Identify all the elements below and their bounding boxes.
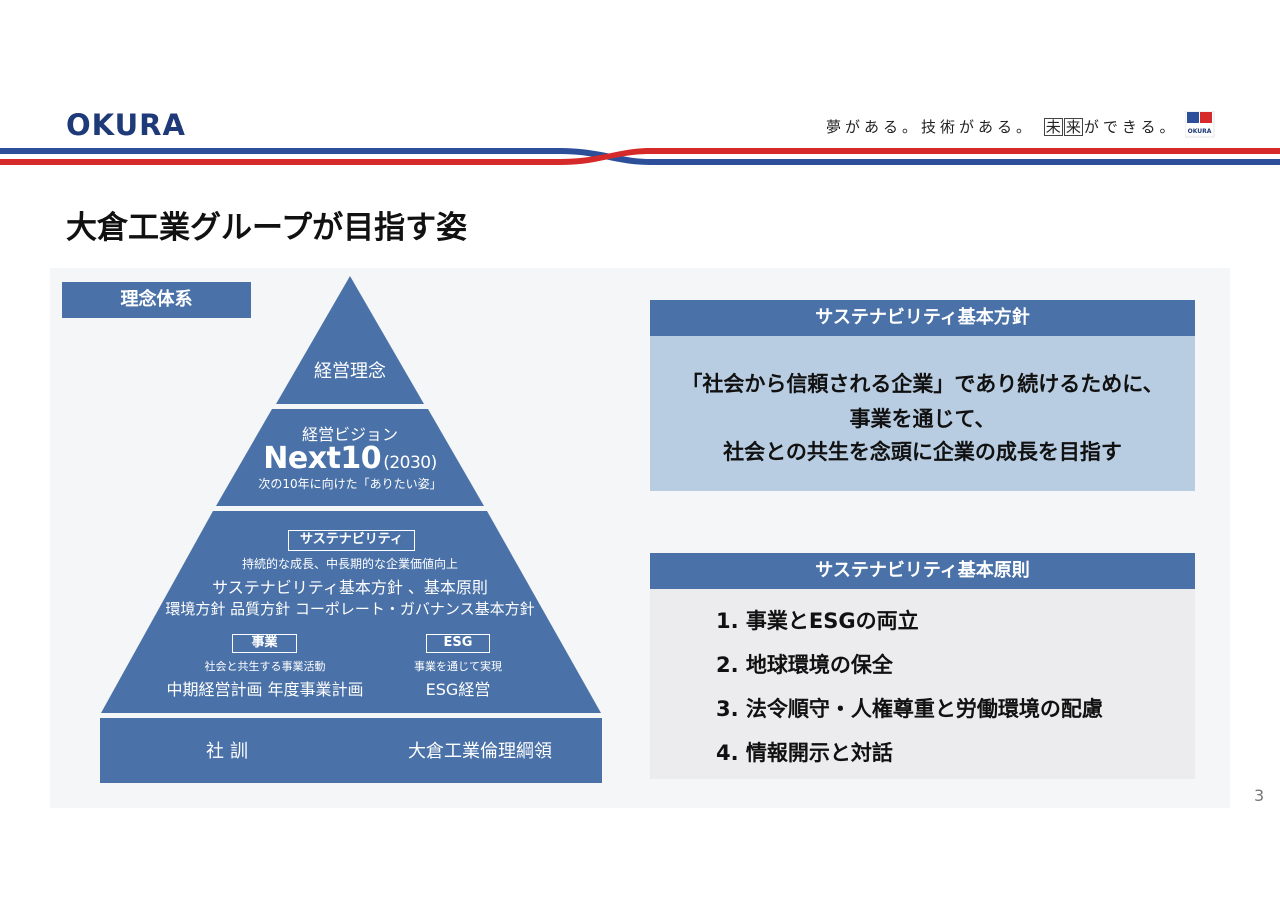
vision-subtitle: 次の10年に向けた「ありたい姿」 xyxy=(258,477,442,491)
vision-next10: Next10(2030) xyxy=(230,441,470,476)
policy-line: 事業を通じて、 xyxy=(849,407,996,431)
business-plans: 中期経営計画 年度事業計画 xyxy=(166,680,364,699)
sustainability-policy-body: 「社会から信頼される企業」であり続けるために、 事業を通じて、 社会との共生を念… xyxy=(650,336,1195,491)
company-motto: 社訓 xyxy=(206,741,254,762)
esg-management: ESG経営 xyxy=(425,680,491,699)
vision-name: Next10 xyxy=(263,441,382,476)
principle-item: 1. 事業とESGの両立 xyxy=(716,609,919,633)
principle-item: 2. 地球環境の保全 xyxy=(716,653,893,677)
philosophy-pyramid xyxy=(100,276,602,783)
pyramid-tier-sustainability xyxy=(101,511,601,713)
page-number: 3 xyxy=(1254,786,1265,805)
vision-label: 経営ビジョン xyxy=(301,425,398,444)
sustainability-tag: サステナビリティ xyxy=(288,530,415,551)
header-stripes xyxy=(0,148,1280,165)
ethics-code: 大倉工業倫理綱領 xyxy=(408,741,552,762)
sustainability-policies-list: 環境方針 品質方針 コーポレート・ガバナンス基本方針 xyxy=(165,600,535,618)
policy-line: 「社会から信頼される企業」であり続けるために、 xyxy=(681,372,1164,396)
pyramid-tier-vision xyxy=(216,409,484,506)
tagline-boxed-char-2: 来 xyxy=(1063,118,1083,136)
pyramid-management-philosophy: 経営理念 xyxy=(314,361,386,382)
sustainability-policy-principles: サステナビリティ基本方針 、基本原則 xyxy=(212,578,488,597)
principle-item: 3. 法令順守・人権尊重と労働環境の配慮 xyxy=(716,697,1103,721)
tagline-post: ができる。 xyxy=(1083,118,1179,136)
business-subtitle: 社会と共生する事業活動 xyxy=(204,660,326,673)
vision-year: (2030) xyxy=(383,453,437,473)
sustainability-principles-header: サステナビリティ基本原則 xyxy=(650,553,1195,589)
sustainability-policy-header: サステナビリティ基本方針 xyxy=(650,300,1195,336)
pyramid-base xyxy=(100,718,602,783)
business-tag: 事業 xyxy=(232,634,297,653)
policy-line: 社会との共生を念頭に企業の成長を目指す xyxy=(723,440,1122,464)
okura-corporate-mark-icon: OKURA xyxy=(1185,111,1215,138)
corporate-tagline: 夢がある。技術がある。 未来ができる。 xyxy=(826,116,1179,137)
tagline-boxed-char-1: 未 xyxy=(1043,118,1063,136)
tagline-pre: 夢がある。技術がある。 xyxy=(826,118,1036,136)
pyramid-tier-philosophy xyxy=(276,276,424,404)
principle-item: 4. 情報開示と対話 xyxy=(716,741,893,765)
philosophy-system-label: 理念体系 xyxy=(62,282,251,318)
esg-subtitle: 事業を通じて実現 xyxy=(414,660,502,673)
corp-mark-text: OKURA xyxy=(1188,128,1212,135)
sustainability-principles-body: 1. 事業とESGの両立 2. 地球環境の保全 3. 法令順守・人権尊重と労働環… xyxy=(650,589,1195,779)
sustainability-goal: 持続的な成長、中長期的な企業価値向上 xyxy=(241,557,458,571)
esg-tag: ESG xyxy=(426,634,490,653)
okura-logo: OKURA xyxy=(66,108,186,142)
slide-title: 大倉工業グループが目指す姿 xyxy=(66,210,468,246)
